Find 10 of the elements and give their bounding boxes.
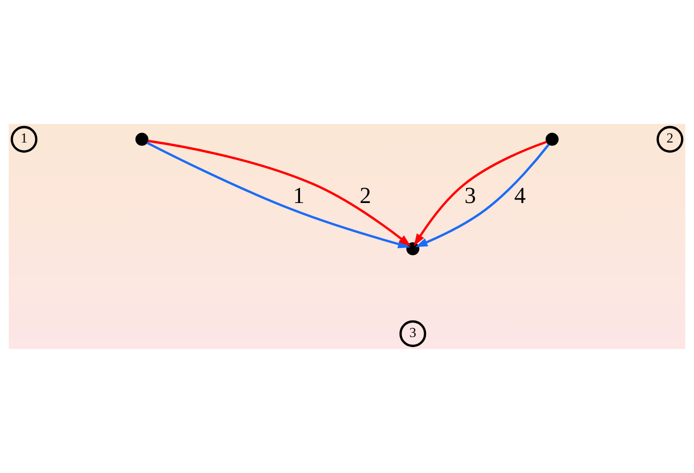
edge-label: 1 <box>293 182 305 208</box>
node-circle <box>135 132 148 146</box>
node-circle: 1 <box>10 126 38 153</box>
node-circle <box>546 132 559 146</box>
node-circle <box>406 242 420 256</box>
node-circle: 3 <box>399 320 426 348</box>
edge-label: 2 <box>360 182 372 208</box>
edge-label: 4 <box>514 182 526 208</box>
node-circle: 2 <box>656 126 684 153</box>
edge-label: 3 <box>464 182 476 208</box>
